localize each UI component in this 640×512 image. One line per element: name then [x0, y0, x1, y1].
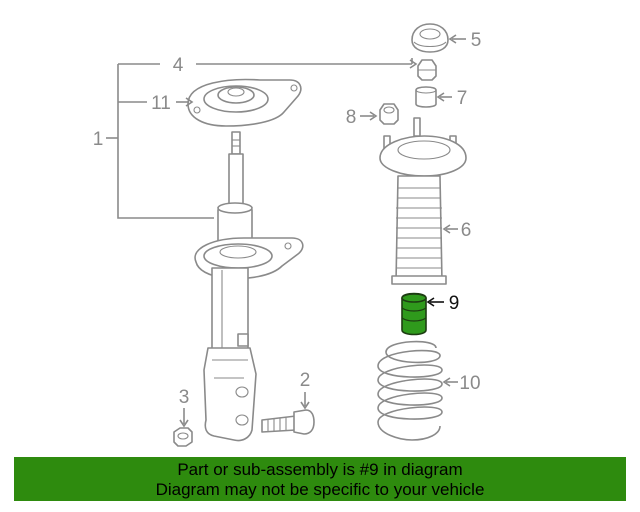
shock-body: [194, 202, 304, 442]
nut-3: 3: [173, 387, 193, 447]
piston-rod: [228, 131, 244, 211]
nut-8: 8: [346, 103, 399, 128]
callout-2: 2: [300, 370, 311, 391]
dust-boot-6: 6: [391, 175, 472, 285]
banner-line-1: Part or sub-assembly is #9 in diagram: [177, 460, 463, 479]
upper-nut: [417, 59, 437, 81]
callout-5: 5: [471, 30, 482, 51]
coil-spring-10: 10: [377, 340, 481, 441]
callout-4: 4: [173, 55, 184, 76]
mount-cap-5: 5: [411, 23, 482, 53]
upper-seat: [379, 117, 467, 177]
strut-assembly: 1 4 11: [93, 55, 418, 442]
callout-3: 3: [179, 387, 190, 408]
callout-6: 6: [461, 220, 472, 241]
callout-1: 1: [93, 129, 104, 150]
parts-diagram: 1 4 11 3 2 5: [93, 23, 482, 447]
upper-mount: [187, 78, 302, 127]
banner-line-2: Diagram may not be specific to your vehi…: [155, 480, 485, 499]
callout-8: 8: [346, 107, 357, 128]
part-info-banner: Part or sub-assembly is #9 in diagram Di…: [14, 457, 626, 501]
bolt-2: 2: [261, 370, 315, 435]
bump-stop-9[interactable]: 9: [401, 292, 460, 336]
callout-9: 9: [449, 293, 460, 314]
callout-10: 10: [459, 373, 480, 394]
callout-7: 7: [457, 88, 468, 109]
bushing-7: 7: [415, 86, 468, 109]
callout-11: 11: [151, 93, 171, 114]
